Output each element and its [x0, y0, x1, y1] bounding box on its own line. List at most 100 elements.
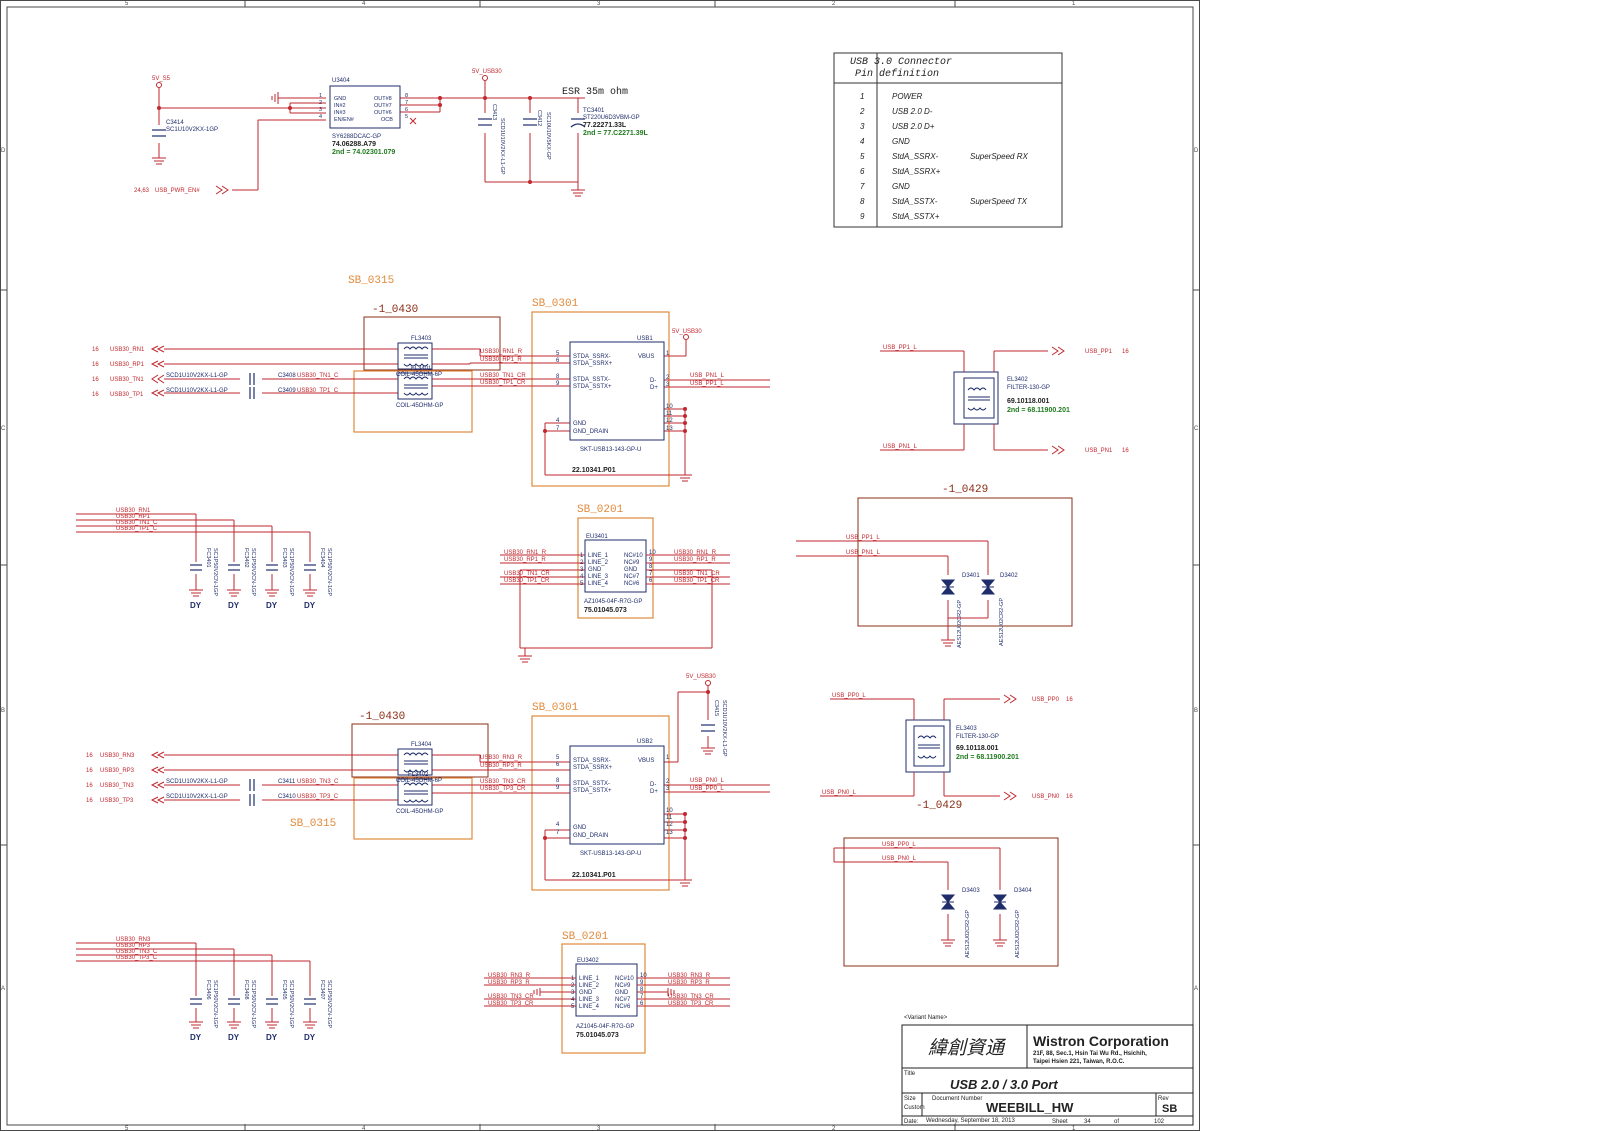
fc3408-value: SC1P50V2CN-1GP [250, 980, 256, 1028]
port1-out-pp1: USB_PP1_L [690, 381, 724, 387]
pin-table-signal: StdA_SSRX+ [892, 167, 941, 176]
eu-pin-name: GND [624, 567, 638, 573]
fc3407-ref: FC3407 [319, 980, 325, 1000]
eu-pin-number: 3 [580, 567, 584, 573]
eu-pin-number: 4 [580, 574, 584, 580]
frame-row-a-left: A [1, 986, 5, 992]
connector-pin-number: 9 [556, 381, 560, 387]
eu-pin-name: NC#6 [615, 1004, 631, 1010]
port1-cap2-net: USB30_TP1_C [297, 388, 339, 394]
connector-pin-name: STDA_SSRX+ [573, 361, 613, 367]
fc2-dy-4: DY [304, 1033, 316, 1042]
port2-connector-body [569, 745, 665, 845]
port2-in-rn3-page: 16 [86, 753, 93, 759]
eu-pin-number: 1 [571, 976, 575, 982]
connector-pin-number: 1 [666, 755, 670, 761]
docnum-value: WEEBILL_HW [986, 1100, 1074, 1115]
fc3401-ref: FC3401 [205, 548, 211, 568]
el2-page-top: 16 [1066, 697, 1073, 703]
eu-pin-name: NC#7 [615, 997, 631, 1003]
port1-conn-sb-box [531, 311, 670, 487]
eu-pin-name: NC#6 [624, 581, 640, 587]
eu-pin-name: NC#10 [615, 976, 634, 982]
connector-pin-number: 7 [556, 426, 560, 432]
port2-sb-0315: SB_0315 [290, 818, 336, 830]
fc2-dy-1: DY [190, 1033, 202, 1042]
el2-ref: EL3403 [956, 726, 977, 732]
connector-pin-name: D- [650, 782, 656, 788]
port2-sb-box [353, 777, 473, 840]
connector-pin-number: 7 [556, 830, 560, 836]
connector-pin-number: 4 [556, 822, 560, 828]
frame-row-b-left: B [1, 708, 5, 714]
eu1-ref: EU3401 [586, 534, 608, 540]
fc2-net-rp3: USB30_RP3 [116, 943, 151, 949]
c3414-value: SC1U10V2KX-1GP [166, 127, 218, 133]
u3404-pin8-name: OUT#8 [374, 96, 392, 102]
eu-net-label: USB30_TN3_CR [488, 994, 534, 1000]
connector-pin-name: GND [573, 825, 587, 831]
frame-col-2-top: 2 [832, 1, 836, 7]
port1-rev-0430: -1_0430 [372, 304, 418, 316]
port2-cap1-value: SCD1U10V2KX-L1-GP [166, 779, 228, 785]
port1-in-rn1-page: 16 [92, 347, 99, 353]
eu-net-label: USB30_TP1_CR [674, 578, 720, 584]
eu1-part: AZ1045-04F-R7G-GP [584, 599, 642, 605]
eu-pin-number: 6 [649, 578, 653, 584]
u3404-pin3-name: IN#3 [334, 110, 346, 116]
connector-pin-name: STDA_SSRX- [573, 758, 611, 764]
u3404-pn: 74.06288.A79 [332, 141, 376, 148]
el1-pn: 69.10118.001 [1007, 398, 1050, 405]
port1-out-pn1: USB_PN1_L [690, 373, 725, 379]
eu-pin-number: 5 [571, 1004, 575, 1010]
connector-pin-number: 13 [666, 426, 673, 432]
fc3402-value: SC1P50V2CN-1GP [250, 548, 256, 596]
port1-cap2-ref: C3409 [278, 388, 296, 394]
power-switch-section: 5V_S5 5V_USB30 ESR 35m ohm U3404 1 GND 2… [134, 69, 649, 197]
tc3401-pn: 77.22271.33L [583, 122, 627, 129]
u3404-pin1-name: GND [334, 96, 346, 102]
eu-pin-number: 10 [649, 550, 656, 556]
pin-table-num: 1 [860, 92, 864, 101]
usb-port-1: SB_0315 -1_0430 SB_0301 [92, 275, 770, 487]
frame-col-5-bottom: 5 [125, 1126, 129, 1131]
c3412-value: SC10U10V5KX-GP [545, 112, 551, 160]
connector-pin-number: 13 [666, 830, 673, 836]
frame-row-d-left: D [1, 148, 6, 154]
el2-pn2: 2nd = 68.11900.201 [956, 754, 1019, 761]
eu-pin-name: NC#9 [615, 983, 631, 989]
eu-pin-number: 6 [640, 1001, 644, 1007]
eu-net-label: USB30_RP1_R [674, 557, 716, 563]
company-address-1: 21F, 88, Sec.1, Hsin Tai Wu Rd., Hsichih… [1033, 1051, 1147, 1057]
port1-in-rp1-page: 16 [92, 362, 99, 368]
frame-row-d-right: D [1194, 148, 1199, 154]
common-mode-filter-el3402: USB_PP1_L USB_PN1_L USB_PP1 USB_PN1 16 1… [880, 345, 1129, 455]
sheet-label: Sheet [1052, 1119, 1068, 1125]
port2-mid-rp3: USB30_RP3_R [480, 763, 522, 769]
port2-fl-bottom [397, 778, 433, 806]
eu-pin-name: LINE_4 [579, 1004, 600, 1010]
eu-pin-name: LINE_2 [588, 560, 609, 566]
date-label: Date: [904, 1119, 919, 1125]
connector-pin-name: D+ [650, 789, 658, 795]
pin-table-signal: StdA_SSTX- [892, 197, 938, 206]
fc2-dy-3: DY [266, 1033, 278, 1042]
eu-pin-name: LINE_3 [588, 574, 609, 580]
frame-col-1-top: 1 [1072, 1, 1076, 7]
fc3403-ref: FC3403 [281, 548, 287, 568]
el2-net-bot-r: USB_PN0 [1032, 794, 1060, 800]
connector-pin-number: 11 [666, 815, 673, 821]
fc2-dy-2: DY [228, 1033, 240, 1042]
eu-net-label: USB30_RN3_R [488, 973, 531, 979]
port1-in-tp1-net: USB30_TP1 [110, 392, 144, 398]
eu2-ref: EU3402 [577, 958, 599, 964]
port1-cap1-net: USB30_TN1_C [297, 373, 339, 379]
eu1-pn: 75.01045.073 [584, 607, 627, 614]
d3401-ref: D3401 [962, 573, 980, 579]
port2-conn-ref: USB2 [637, 739, 653, 745]
size-value: Custom [904, 1105, 925, 1111]
connector-pin-name: STDA_SSTX- [573, 781, 610, 787]
eu1-sb-label: SB_0201 [577, 504, 624, 516]
